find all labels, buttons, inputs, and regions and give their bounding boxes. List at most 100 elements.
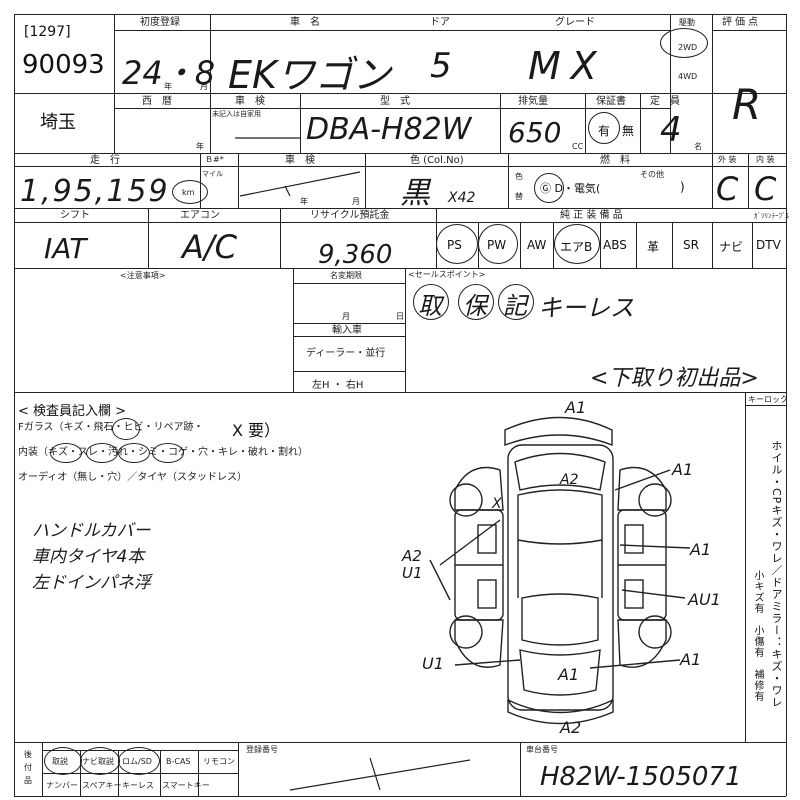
equip-aw: AW: [527, 238, 547, 252]
equip-dtv: DTV: [756, 238, 781, 252]
name-change-label: 名変期限: [330, 271, 362, 280]
interior-stain-circle: [152, 443, 184, 463]
shift-value: IAT: [44, 232, 87, 265]
ac-label: エアコン: [180, 210, 220, 221]
caution-label: <注意事項>: [120, 271, 166, 280]
cc-mark: CC: [572, 142, 584, 151]
color-change-bottom: 替: [515, 192, 523, 201]
equip-abs: ABS: [603, 238, 627, 252]
equip-pw-circle: [478, 224, 518, 264]
selling-label: <セールスポイント>: [408, 270, 486, 279]
acc-remote: リモコン: [203, 757, 235, 766]
equip-leather: 革: [647, 240, 660, 254]
row3-month-mark: 月: [352, 197, 360, 206]
mileage-unit-circle: [172, 180, 208, 204]
mark-right-door: A1: [690, 540, 712, 559]
selling-point-3-circle: [498, 284, 534, 320]
capacity-label: 定 員: [650, 96, 680, 107]
meter-label: Ｂ#*: [205, 155, 224, 164]
month-mark: 月: [200, 82, 208, 91]
first-reg-value: 24・8: [122, 54, 216, 92]
capacity-unit: 名: [694, 142, 702, 151]
reg-number-label: 登録番号: [246, 745, 278, 754]
car-name-value: EKワゴン: [228, 53, 391, 97]
exterior-value: C: [716, 170, 739, 208]
tradein-note: <下取り初出品>: [590, 366, 759, 391]
acc-plate: ナンバー: [46, 781, 78, 790]
acc-navi-circle: [80, 747, 120, 775]
interior-dirt-circle: [118, 443, 150, 463]
mark-front: A1: [565, 398, 587, 417]
flying-stone-circle: [112, 418, 140, 440]
equip-airbag-circle: [554, 224, 600, 264]
year-mark: 年: [164, 82, 172, 91]
selling-point-1-circle: [413, 284, 449, 320]
acc-rom-circle: [118, 747, 160, 775]
interior-scuff-circle: [86, 443, 118, 463]
equip-label: 純 正 装 備 品: [560, 210, 623, 221]
row2-inspect-label: 車 検: [235, 96, 265, 107]
key-lock-label: キーロック: [748, 395, 788, 404]
mileage-value: 1,95,159: [20, 174, 170, 209]
ac-value: A/C: [182, 228, 238, 266]
door-value: 5: [430, 46, 452, 86]
fuel-g-circle: [534, 173, 564, 203]
drive-label: 駆動: [679, 18, 695, 27]
mark-trunk: A1: [558, 665, 580, 684]
mark-right-quarter: A1: [680, 650, 702, 669]
hand-note-1: ハンドルカバー: [32, 521, 151, 541]
import-label: 輸入車: [332, 325, 362, 336]
inspector-title: < 検査員記入欄 >: [18, 404, 127, 419]
inspector-line1: Fガラス（キズ・飛石・ヒビ・リペア跡・: [18, 422, 204, 433]
selling-point-2-circle: [458, 284, 494, 320]
fuel-close: ): [680, 180, 685, 194]
lot-code: [1297]: [24, 24, 71, 40]
color-label: 色 (Col.No): [410, 155, 464, 166]
meter-sub: マイル: [202, 170, 223, 178]
chassis-value: H82W-1505071: [540, 762, 742, 792]
acc-bcas: B-CAS: [166, 757, 191, 766]
warranty-no: 無: [622, 124, 635, 138]
mark-left-door: A2 U1: [402, 547, 423, 582]
color-code: X42: [448, 190, 476, 206]
inspector-line1-x: X 要）: [232, 421, 281, 440]
diagram-side-text: ホイル・CPキズ・ワレ／ドアミラー：キズ・ワレ: [770, 440, 783, 709]
drive-2wd-circle: [660, 28, 708, 58]
shift-label: シフト: [60, 210, 90, 221]
model-label: 型 式: [380, 96, 410, 107]
displacement-label: 排気量: [518, 96, 548, 107]
chassis-label: 車台番号: [526, 745, 558, 754]
mark-hood: A2: [560, 472, 579, 488]
recycle-label: リサイクル預託金: [310, 210, 390, 221]
score-value: R: [732, 80, 762, 129]
selling-extra: キーレス: [538, 294, 634, 322]
accessories-title: 後付品: [24, 750, 32, 785]
fuel-other: その他: [640, 170, 664, 179]
row3-year-mark: 年: [300, 197, 308, 206]
acc-spare-key: スペアキー: [82, 781, 122, 790]
dealer-label: ディーラー・並行: [306, 348, 386, 359]
mark-right-rear: AU1: [688, 590, 721, 609]
inspector-line3: オーディオ（無し・穴）／タイヤ（スタッドレス）: [18, 472, 247, 483]
mileage-label: 走 行: [90, 155, 120, 166]
first-reg-label: 初度登録: [140, 17, 180, 28]
row3-inspect-label: 車 検: [285, 155, 315, 166]
equip-ps-circle: [436, 224, 478, 264]
western-year-mark: 年: [196, 142, 204, 151]
warranty-label: 保証書: [596, 96, 626, 107]
capacity-value: 4: [660, 110, 682, 150]
exterior-label: 外 装: [718, 155, 737, 164]
rear-seat-label: ｶﾞｿﾘﾝﾃｰﾌﾞﾙ: [754, 212, 789, 220]
equip-navi: ナビ: [719, 240, 744, 254]
prefecture: 埼玉: [40, 112, 76, 133]
name-change-month: 月: [342, 312, 350, 321]
interior-value: C: [754, 170, 777, 208]
mark-left-rear: U1: [422, 654, 444, 673]
acc-manual-circle: [44, 747, 82, 775]
equip-sunroof: SR: [683, 238, 699, 252]
hand-note-3: 左ドインパネ浮: [32, 573, 151, 593]
lot-number: 90093: [22, 50, 105, 80]
mark-left-fender: X: [492, 496, 502, 512]
fuel-label: 燃 料: [600, 155, 630, 166]
